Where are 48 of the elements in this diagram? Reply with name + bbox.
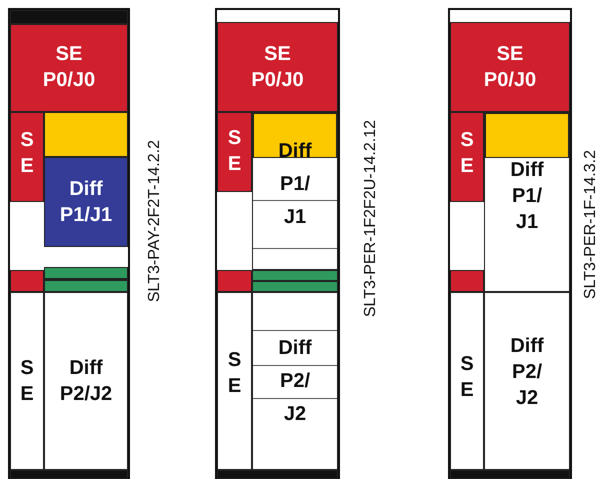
segment-block [252,112,338,270]
vertical-label: SLT3-PAY-2F2T-14.2.2 [146,140,164,302]
stack-column [8,8,130,479]
layer-bar [217,270,252,292]
segment-label: Diff P1/ J1 [277,139,313,230]
segment-block [10,292,44,470]
layer-bar [252,270,338,292]
layer-bar [485,113,569,158]
segment-block [44,157,128,247]
segment-block [217,292,252,470]
layer-bar [44,112,128,157]
segment-block [217,22,338,112]
segment-label: S E [459,352,475,403]
segment-label: Diff P2/ J2 [277,336,313,427]
layer-bar [450,270,484,292]
segment-label: S E [226,126,242,177]
segment-label: Diff P2/ J2 [509,334,545,411]
layer-bar [10,10,128,24]
stack-column [448,8,572,479]
segment-label: S E [226,348,242,399]
stack-column [215,8,340,479]
segment-block [450,112,484,202]
vertical-label: SLT3-PER-1F-14.3.2 [582,150,600,300]
segment-block [10,24,128,112]
segment-block [450,22,570,112]
layer-bar [450,470,570,479]
segment-label: S E [459,128,475,179]
segment-label: SE P0/J0 [250,42,305,93]
layer-bar [10,270,44,292]
segment-block [484,112,570,292]
layer-bar [10,470,128,479]
segment-label: SE P0/J0 [42,42,96,93]
vertical-label: SLT3-PER-1F2F2U-14.2.12 [362,120,380,318]
segment-block [217,112,252,192]
segment-label: Diff P1/J1 [58,177,114,228]
segment-block [44,292,128,470]
segment-label: SE P0/J0 [482,42,538,93]
layer-bar [44,267,128,292]
layer-bar [253,113,337,158]
segment-label: S E [19,128,35,179]
layer-bar [217,470,338,479]
segment-label: Diff P2/J2 [58,356,114,407]
segment-block [484,292,570,470]
segment-block [252,292,338,470]
segment-block [450,292,484,470]
segment-label: Diff P1/ J1 [509,158,545,235]
segment-block [10,112,44,202]
segment-label: S E [19,356,35,407]
